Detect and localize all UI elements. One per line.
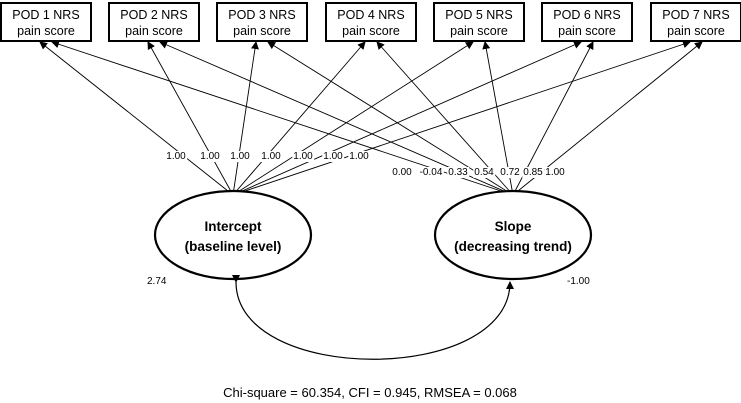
observed-box-rect	[325, 2, 417, 42]
observed-box-rect	[650, 2, 741, 42]
observed-box-label-line1: POD 4 NRS	[337, 8, 404, 22]
intercept-loading-bg	[199, 151, 222, 162]
observed-box-label-line1: POD 5 NRS	[445, 8, 512, 22]
fit-statistics: Chi-square = 60.354, CFI = 0.945, RMSEA …	[223, 385, 517, 400]
observed-box-label-line2: pain score	[342, 24, 400, 38]
slope-loading-bg	[544, 167, 567, 178]
slope-variance: -1.00	[567, 276, 590, 287]
intercept-title: Intercept	[204, 219, 262, 234]
observed-box-pod6: POD 6 NRS pain score	[541, 2, 633, 42]
observed-box-label-line1: POD 2 NRS	[120, 8, 187, 22]
observed-box-label-line2: pain score	[450, 24, 508, 38]
observed-box-label-line1: POD 3 NRS	[228, 8, 295, 22]
covariance-arrow	[231, 274, 514, 360]
observed-box-rect	[541, 2, 633, 42]
latent-slope: Slope (decreasing trend)	[433, 189, 593, 281]
observed-box-pod5: POD 5 NRS pain score	[433, 2, 525, 42]
slope-loading-bg	[473, 167, 496, 178]
slope-loading-bg	[499, 167, 522, 178]
intercept-path-pod3	[232, 41, 259, 196]
observed-box-pod3: POD 3 NRS pain score	[216, 2, 308, 42]
slope-loading-pod6: 0.85	[523, 167, 543, 178]
slope-loading-pod1: 0.00	[392, 167, 412, 178]
intercept-subtitle: (baseline level)	[185, 239, 282, 254]
intercept-path-pod5	[232, 41, 474, 196]
slope-path-pod3	[267, 41, 514, 196]
observed-box-label-line2: pain score	[233, 24, 291, 38]
observed-box-label-line2: pain score	[558, 24, 616, 38]
intercept-loading-pod4: 1.00	[261, 151, 281, 162]
intercept-loading-pod2: 1.00	[200, 151, 220, 162]
intercept-loading-bg	[348, 151, 371, 162]
slope-loading-pod4: 0.54	[474, 167, 494, 178]
slope-loading-bg	[391, 167, 414, 178]
observed-box-label-line1: POD 6 NRS	[553, 8, 620, 22]
slope-loading-pod7: 1.00	[545, 167, 565, 178]
observed-box-label-line2: pain score	[125, 24, 183, 38]
slope-loading-bg	[447, 167, 470, 178]
intercept-path-pod4	[232, 41, 366, 196]
observed-box-pod7: POD 7 NRS pain score	[650, 2, 741, 42]
intercept-ellipse	[153, 189, 313, 281]
intercept-loading-pod5: 1.00	[293, 151, 313, 162]
observed-box-rect	[108, 2, 200, 42]
slope-ellipse	[433, 189, 593, 281]
observed-box-label-line2: pain score	[17, 24, 75, 38]
observed-box-rect	[216, 2, 308, 42]
slope-loading-bg	[418, 167, 444, 178]
intercept-loading-pod1: 1.00	[166, 151, 186, 162]
intercept-loading-bg	[322, 151, 345, 162]
intercept-loading-bg	[260, 151, 283, 162]
observed-box-label-line2: pain score	[667, 24, 725, 38]
slope-loading-pod3: 0.33	[448, 167, 468, 178]
observed-box-pod1: POD 1 NRS pain score	[0, 2, 92, 42]
intercept-path-pod6	[232, 41, 582, 196]
slope-loading-pod5: 0.72	[500, 167, 520, 178]
intercept-loading-pod7: 1.00	[349, 151, 369, 162]
intercept-loading-bg	[165, 151, 188, 162]
intercept-loading-pod3: 1.00	[230, 151, 250, 162]
observed-box-rect	[0, 2, 92, 42]
slope-path-pod1	[51, 40, 514, 196]
latent-intercept: Intercept (baseline level)	[153, 189, 313, 281]
slope-loading-bg	[522, 167, 545, 178]
intercept-loading-pod6: 1.00	[323, 151, 343, 162]
observed-box-rect	[433, 2, 525, 42]
observed-box-label-line1: POD 7 NRS	[662, 8, 729, 22]
intercept-path-pod1	[39, 41, 234, 196]
intercept-loading-bg	[292, 151, 315, 162]
intercept-variance: 2.74	[147, 276, 167, 287]
observed-box-pod2: POD 2 NRS pain score	[108, 2, 200, 42]
observed-box-label-line1: POD 1 NRS	[12, 8, 79, 22]
slope-loading-pod2: -0.04	[420, 167, 443, 178]
observed-box-pod4: POD 4 NRS pain score	[325, 2, 417, 42]
intercept-path-pod7	[232, 40, 691, 196]
slope-subtitle: (decreasing trend)	[454, 239, 572, 254]
intercept-loading-labels: 1.00 1.00 1.00 1.00 1.00 1.00 1.00	[165, 151, 371, 162]
slope-title: Slope	[495, 219, 532, 234]
path-lines	[39, 40, 703, 196]
intercept-path-pod2	[147, 41, 234, 196]
intercept-loading-bg	[229, 151, 252, 162]
